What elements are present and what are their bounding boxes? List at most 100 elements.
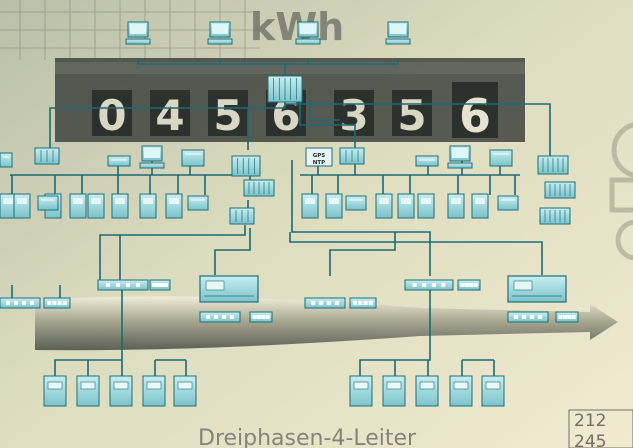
energy-meter-icon — [450, 376, 472, 406]
switch-port — [136, 283, 140, 287]
corner-number: 245 — [574, 432, 606, 448]
switch-port — [353, 301, 357, 305]
field-device-display — [379, 198, 389, 204]
computer-screen — [130, 24, 146, 34]
meter-digit: 5 — [397, 91, 426, 140]
energy-meter-display — [486, 382, 500, 389]
switch-port — [164, 283, 168, 287]
field-device-display — [143, 198, 153, 204]
switch-port — [335, 301, 339, 305]
modem-icon — [0, 153, 12, 167]
switch-port — [152, 283, 156, 287]
switch-port — [530, 315, 534, 319]
power-supply-display — [206, 281, 224, 290]
field-device-display — [329, 198, 339, 204]
field-device-display — [305, 198, 315, 204]
computer-base-icon — [208, 39, 232, 44]
switch-port — [327, 301, 331, 305]
switch-port — [106, 283, 110, 287]
energy-meter-icon — [110, 376, 132, 406]
switch-port — [469, 283, 473, 287]
switch-port — [358, 301, 362, 305]
modem-icon — [416, 156, 438, 166]
switch-port — [563, 315, 567, 319]
field-device-icon — [376, 194, 392, 218]
meter-digit: 3 — [339, 91, 368, 140]
field-device-icon — [140, 194, 156, 218]
power-supply-display — [514, 281, 532, 290]
energy-meter-display — [48, 382, 62, 389]
energy-meter-icon — [77, 376, 99, 406]
switch-port — [474, 283, 478, 287]
modem-icon — [108, 156, 130, 166]
switch-port — [14, 301, 18, 305]
field-device-icon — [188, 196, 208, 210]
switch-port — [311, 301, 315, 305]
switch-port — [522, 315, 526, 319]
field-device-icon — [418, 194, 434, 218]
switch-port — [369, 301, 373, 305]
meter-digit: 6 — [459, 89, 491, 143]
field-device-display — [115, 198, 125, 204]
switch-port — [52, 301, 56, 305]
energy-meter-display — [354, 382, 368, 389]
switch-port — [460, 283, 464, 287]
gps-label: GPS — [313, 153, 326, 159]
field-device-display — [475, 198, 485, 204]
network-switch-icon — [405, 280, 453, 290]
switch-port — [6, 301, 10, 305]
switch-port — [567, 315, 571, 319]
printer-icon — [490, 150, 512, 166]
field-device-icon — [88, 194, 104, 218]
controller-rack-icon — [232, 156, 260, 176]
switch-port — [441, 283, 445, 287]
switch-port — [63, 301, 67, 305]
energy-meter-display — [114, 382, 128, 389]
switch-port — [58, 301, 62, 305]
field-device-icon — [326, 194, 342, 218]
switch-port — [22, 301, 26, 305]
computer-screen — [212, 24, 228, 34]
network-switch-icon — [98, 280, 148, 290]
switch-port — [214, 315, 218, 319]
field-device-icon — [398, 194, 414, 218]
field-device-display — [451, 198, 461, 204]
switch-port — [413, 283, 417, 287]
switch-port — [465, 283, 469, 287]
energy-meter-display — [81, 382, 95, 389]
field-device-icon — [302, 194, 318, 218]
energy-meter-icon — [416, 376, 438, 406]
field-device-display — [3, 198, 13, 204]
energy-meter-icon — [482, 376, 504, 406]
field-device-icon — [346, 196, 366, 210]
field-device-icon — [472, 194, 488, 218]
switch-port — [319, 301, 323, 305]
switch-port — [422, 283, 426, 287]
energy-meter-display — [147, 382, 161, 389]
switch-port — [572, 315, 576, 319]
energy-meter-icon — [174, 376, 196, 406]
switch-port — [558, 315, 562, 319]
computer-base-icon — [448, 163, 472, 168]
switch-port — [266, 315, 270, 319]
switch-port — [514, 315, 518, 319]
energy-meter-icon — [143, 376, 165, 406]
meter-digit: 4 — [155, 91, 184, 140]
energy-meter-icon — [350, 376, 372, 406]
switch-port — [261, 315, 265, 319]
field-device-display — [17, 198, 27, 204]
switch-port — [538, 315, 542, 319]
switch-port — [30, 301, 34, 305]
energy-meter-display — [454, 382, 468, 389]
switch-port — [156, 283, 160, 287]
field-device-display — [421, 198, 431, 204]
switch-port — [47, 301, 51, 305]
energy-meter-icon — [383, 376, 405, 406]
energy-meter-display — [178, 382, 192, 389]
field-device-icon — [448, 194, 464, 218]
field-device-icon — [14, 194, 30, 218]
field-device-icon — [70, 194, 86, 218]
switch-port — [206, 315, 210, 319]
computer-base-icon — [140, 163, 164, 168]
